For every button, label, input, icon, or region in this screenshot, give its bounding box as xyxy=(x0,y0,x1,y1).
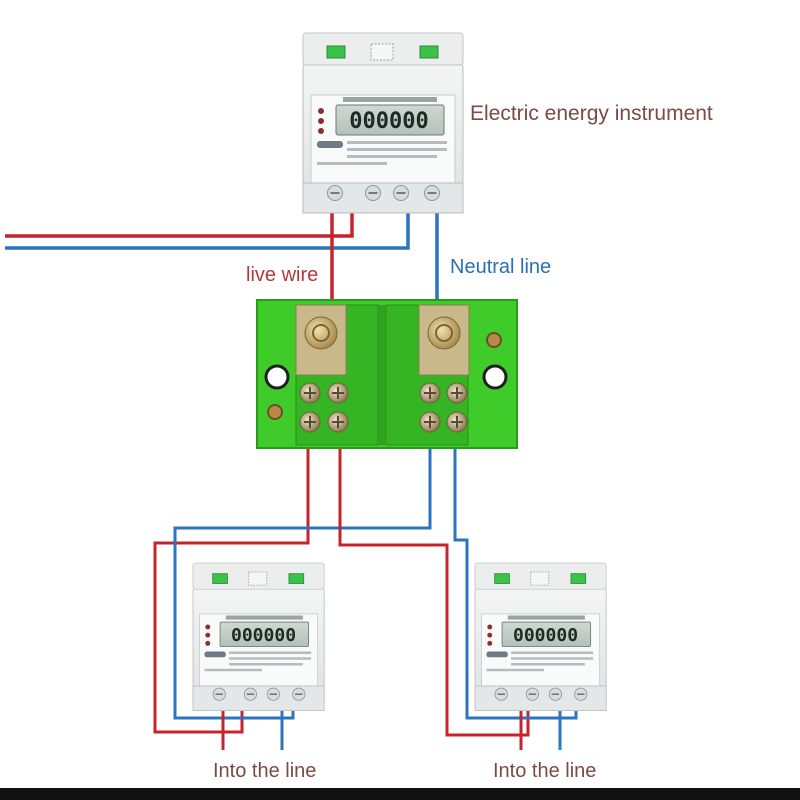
left-meter-reading: 000000 xyxy=(231,625,296,646)
meter-label: Electric energy instrument xyxy=(470,102,713,125)
main-energy-meter: 000000 xyxy=(302,32,464,214)
mounting-hole-icon xyxy=(264,332,508,420)
live-wire-label: live wire xyxy=(246,264,318,286)
incoming-live-wire xyxy=(5,210,354,238)
neutral-line-label: Neutral line xyxy=(450,256,551,278)
main-screw-neutral-icon xyxy=(427,316,461,350)
branch-left-live xyxy=(153,440,310,734)
left-energy-meter: 000000 xyxy=(192,562,325,712)
wiring xyxy=(5,210,578,750)
branch-right-live xyxy=(338,440,530,737)
into-line-label-right: Into the line xyxy=(493,760,596,782)
main-screw-live-icon xyxy=(304,316,338,350)
main-meter-reading: 000000 xyxy=(349,109,428,134)
right-meter-reading: 000000 xyxy=(513,625,578,646)
branch-right-neutral xyxy=(453,440,578,720)
right-energy-meter: 000000 xyxy=(474,562,607,712)
into-line-label-left: Into the line xyxy=(213,760,316,782)
bottom-border xyxy=(0,788,800,800)
branch-left-neutral xyxy=(173,440,432,720)
incoming-neutral-wire xyxy=(5,210,410,250)
distribution-block xyxy=(256,299,518,449)
